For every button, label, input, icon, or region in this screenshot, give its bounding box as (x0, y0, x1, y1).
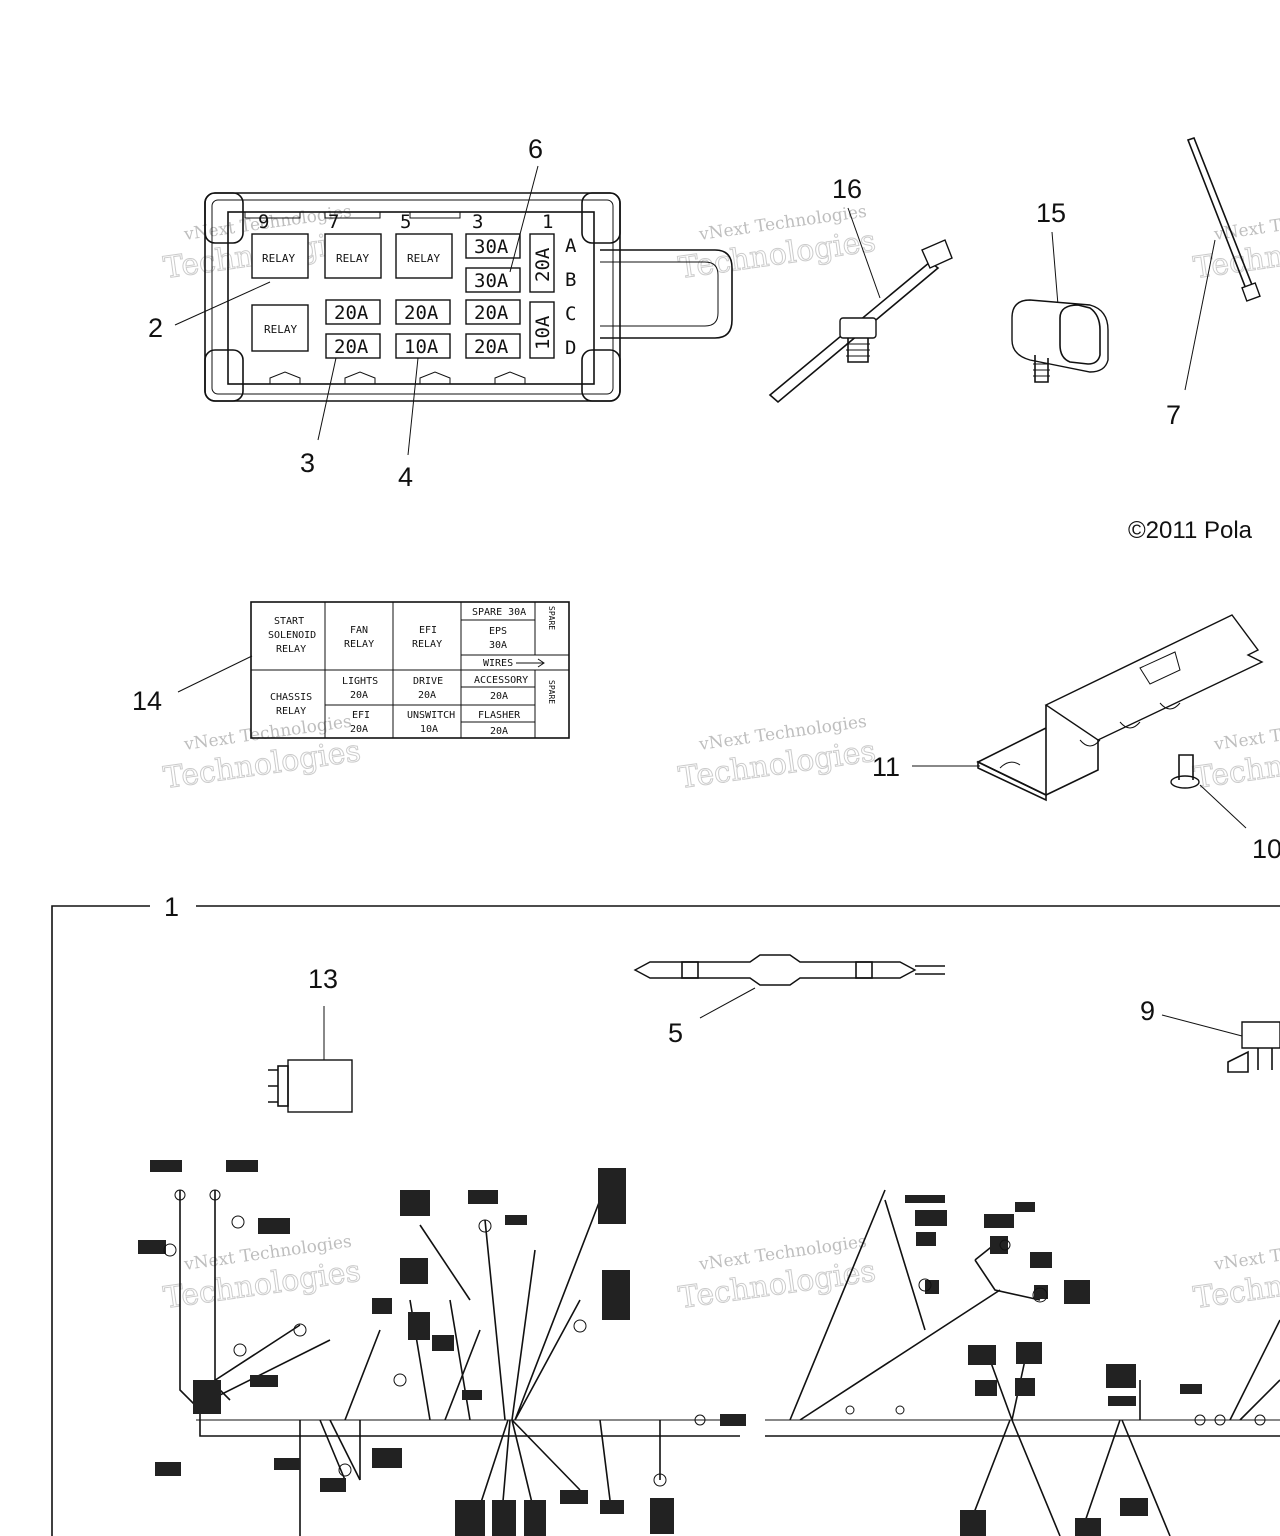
watermark-text: vNext Technologies (1212, 712, 1280, 755)
label-card-text: START (274, 616, 304, 627)
label-card-text: EFI (419, 625, 437, 636)
fuse-box-position-number: 3 (472, 211, 483, 233)
label-card-text: ACCESSORY (474, 675, 528, 686)
callout-number: 14 (132, 686, 162, 716)
fuse-slot[interactable] (529, 233, 555, 293)
watermarks: vNext Technologies Technologies vNext Te… (161, 202, 1280, 1317)
label-card-text: EFI (352, 710, 370, 721)
label-card-text: SOLENOID (268, 630, 316, 641)
fuse-rating: 20A (334, 302, 369, 324)
relay-slot[interactable] (324, 233, 382, 279)
label-card-text: UNSWITCH (407, 710, 455, 721)
mounting-bracket[interactable]: 11 (872, 614, 1264, 802)
fuse-box[interactable]: 9 7 5 3 1 A B C D RELAY RELAY RELAY RELA… (204, 192, 733, 402)
watermark-text: vNext Technologies (1212, 1232, 1280, 1275)
label-card-text: EPS (489, 626, 507, 637)
relay-label: RELAY (336, 252, 369, 265)
copyright-notice: ©2011 Pola (1128, 517, 1253, 544)
callout-number: 6 (528, 134, 543, 164)
callout-number: 1 (164, 892, 179, 922)
fuse-slot[interactable] (465, 267, 521, 293)
fuse-box-row-letter: B (565, 269, 576, 291)
label-card-text: LIGHTS (342, 676, 378, 687)
label-card-text: FLASHER (478, 710, 521, 721)
label-card-text: SPARE (547, 606, 556, 630)
fuse-rating: 30A (474, 270, 509, 292)
callout-number: 7 (1166, 400, 1181, 430)
label-card-text: RELAY (276, 644, 306, 655)
fuse-slot[interactable] (465, 333, 521, 359)
callout-number: 13 (308, 964, 338, 994)
cable-tie-mount[interactable]: 16 (768, 174, 953, 404)
relay-label: RELAY (407, 252, 440, 265)
label-card-text: 20A (490, 691, 508, 702)
fuse-rating: 20A (474, 336, 509, 358)
fuse-label-card[interactable]: 14 START SOLENOID RELAY FAN RELAY EFI RE… (132, 601, 570, 739)
label-card-text: 20A (490, 726, 508, 737)
relay-slot[interactable] (395, 233, 453, 279)
harness-connector[interactable]: 9 (1140, 996, 1280, 1073)
label-card-text: RELAY (412, 639, 442, 650)
fuse-slot[interactable] (325, 299, 381, 325)
label-card-text: DRIVE (413, 676, 443, 687)
fuse-rating: 30A (474, 236, 509, 258)
inline-fuse-holder[interactable]: 5 (633, 954, 945, 1048)
fuse-rating: 20A (474, 302, 509, 324)
callout-number: 15 (1036, 198, 1066, 228)
fuse-box-row-letter: A (565, 235, 577, 257)
connector-clip[interactable]: 15 (1011, 198, 1109, 383)
fuse-box-row-letter: C (565, 303, 576, 325)
label-card-text: 20A (350, 724, 368, 735)
callout-group: 6 2 3 4 (148, 134, 543, 492)
callout-number: 2 (148, 313, 163, 343)
relay-label: RELAY (262, 252, 295, 265)
callout-number: 5 (668, 1018, 683, 1048)
harness-kit-frame: 1 (51, 892, 1280, 1536)
fuse-slot[interactable] (325, 333, 381, 359)
relay-slot[interactable] (251, 233, 309, 279)
label-card-text: SPARE 30A (472, 607, 526, 618)
relay-label: RELAY (264, 323, 297, 336)
fuse-slot[interactable] (465, 299, 521, 325)
fuse-box-position-number: 1 (542, 211, 553, 233)
label-card-text: 20A (350, 690, 368, 701)
relay-slot[interactable] (251, 304, 309, 352)
fuse-box-position-number: 7 (328, 211, 339, 233)
callout-number: 9 (1140, 996, 1155, 1026)
fuse-box-position-number: 5 (400, 211, 411, 233)
label-card-text: 30A (489, 640, 507, 651)
fuse-rating: 20A (532, 247, 554, 282)
label-card-text: RELAY (276, 706, 306, 717)
label-card-text: CHASSIS (270, 692, 312, 703)
wiring-harness-main (138, 1160, 1280, 1536)
callout-number: 16 (832, 174, 862, 204)
fuse-box-position-number: 9 (258, 211, 269, 233)
callout-number: 11 (872, 752, 900, 782)
label-card-text: 10A (420, 724, 438, 735)
fuse-rating: 20A (404, 302, 439, 324)
relay-part[interactable]: 13 (268, 964, 353, 1113)
fuse-slot[interactable] (395, 333, 451, 359)
label-card-text: SPARE (547, 680, 556, 704)
fuse-slot[interactable] (529, 301, 555, 359)
label-card-text: RELAY (344, 639, 374, 650)
fuse-rating: 20A (334, 336, 369, 358)
fuse-rating: 10A (404, 336, 439, 358)
fuse-box-row-letter: D (565, 337, 576, 359)
label-card-text: 20A (418, 690, 436, 701)
label-card-text: FAN (350, 625, 368, 636)
callout-number: 3 (300, 448, 315, 478)
cable-tie[interactable]: 7 (1166, 137, 1261, 430)
callout-number: 10 (1252, 834, 1280, 864)
fuse-slot[interactable] (465, 233, 521, 259)
fuse-rating: 10A (532, 315, 554, 350)
fuse-slot[interactable] (395, 299, 451, 325)
label-card-text: WIRES (483, 658, 513, 669)
push-rivet[interactable]: 10 (1170, 754, 1280, 864)
callout-number: 4 (398, 462, 413, 492)
